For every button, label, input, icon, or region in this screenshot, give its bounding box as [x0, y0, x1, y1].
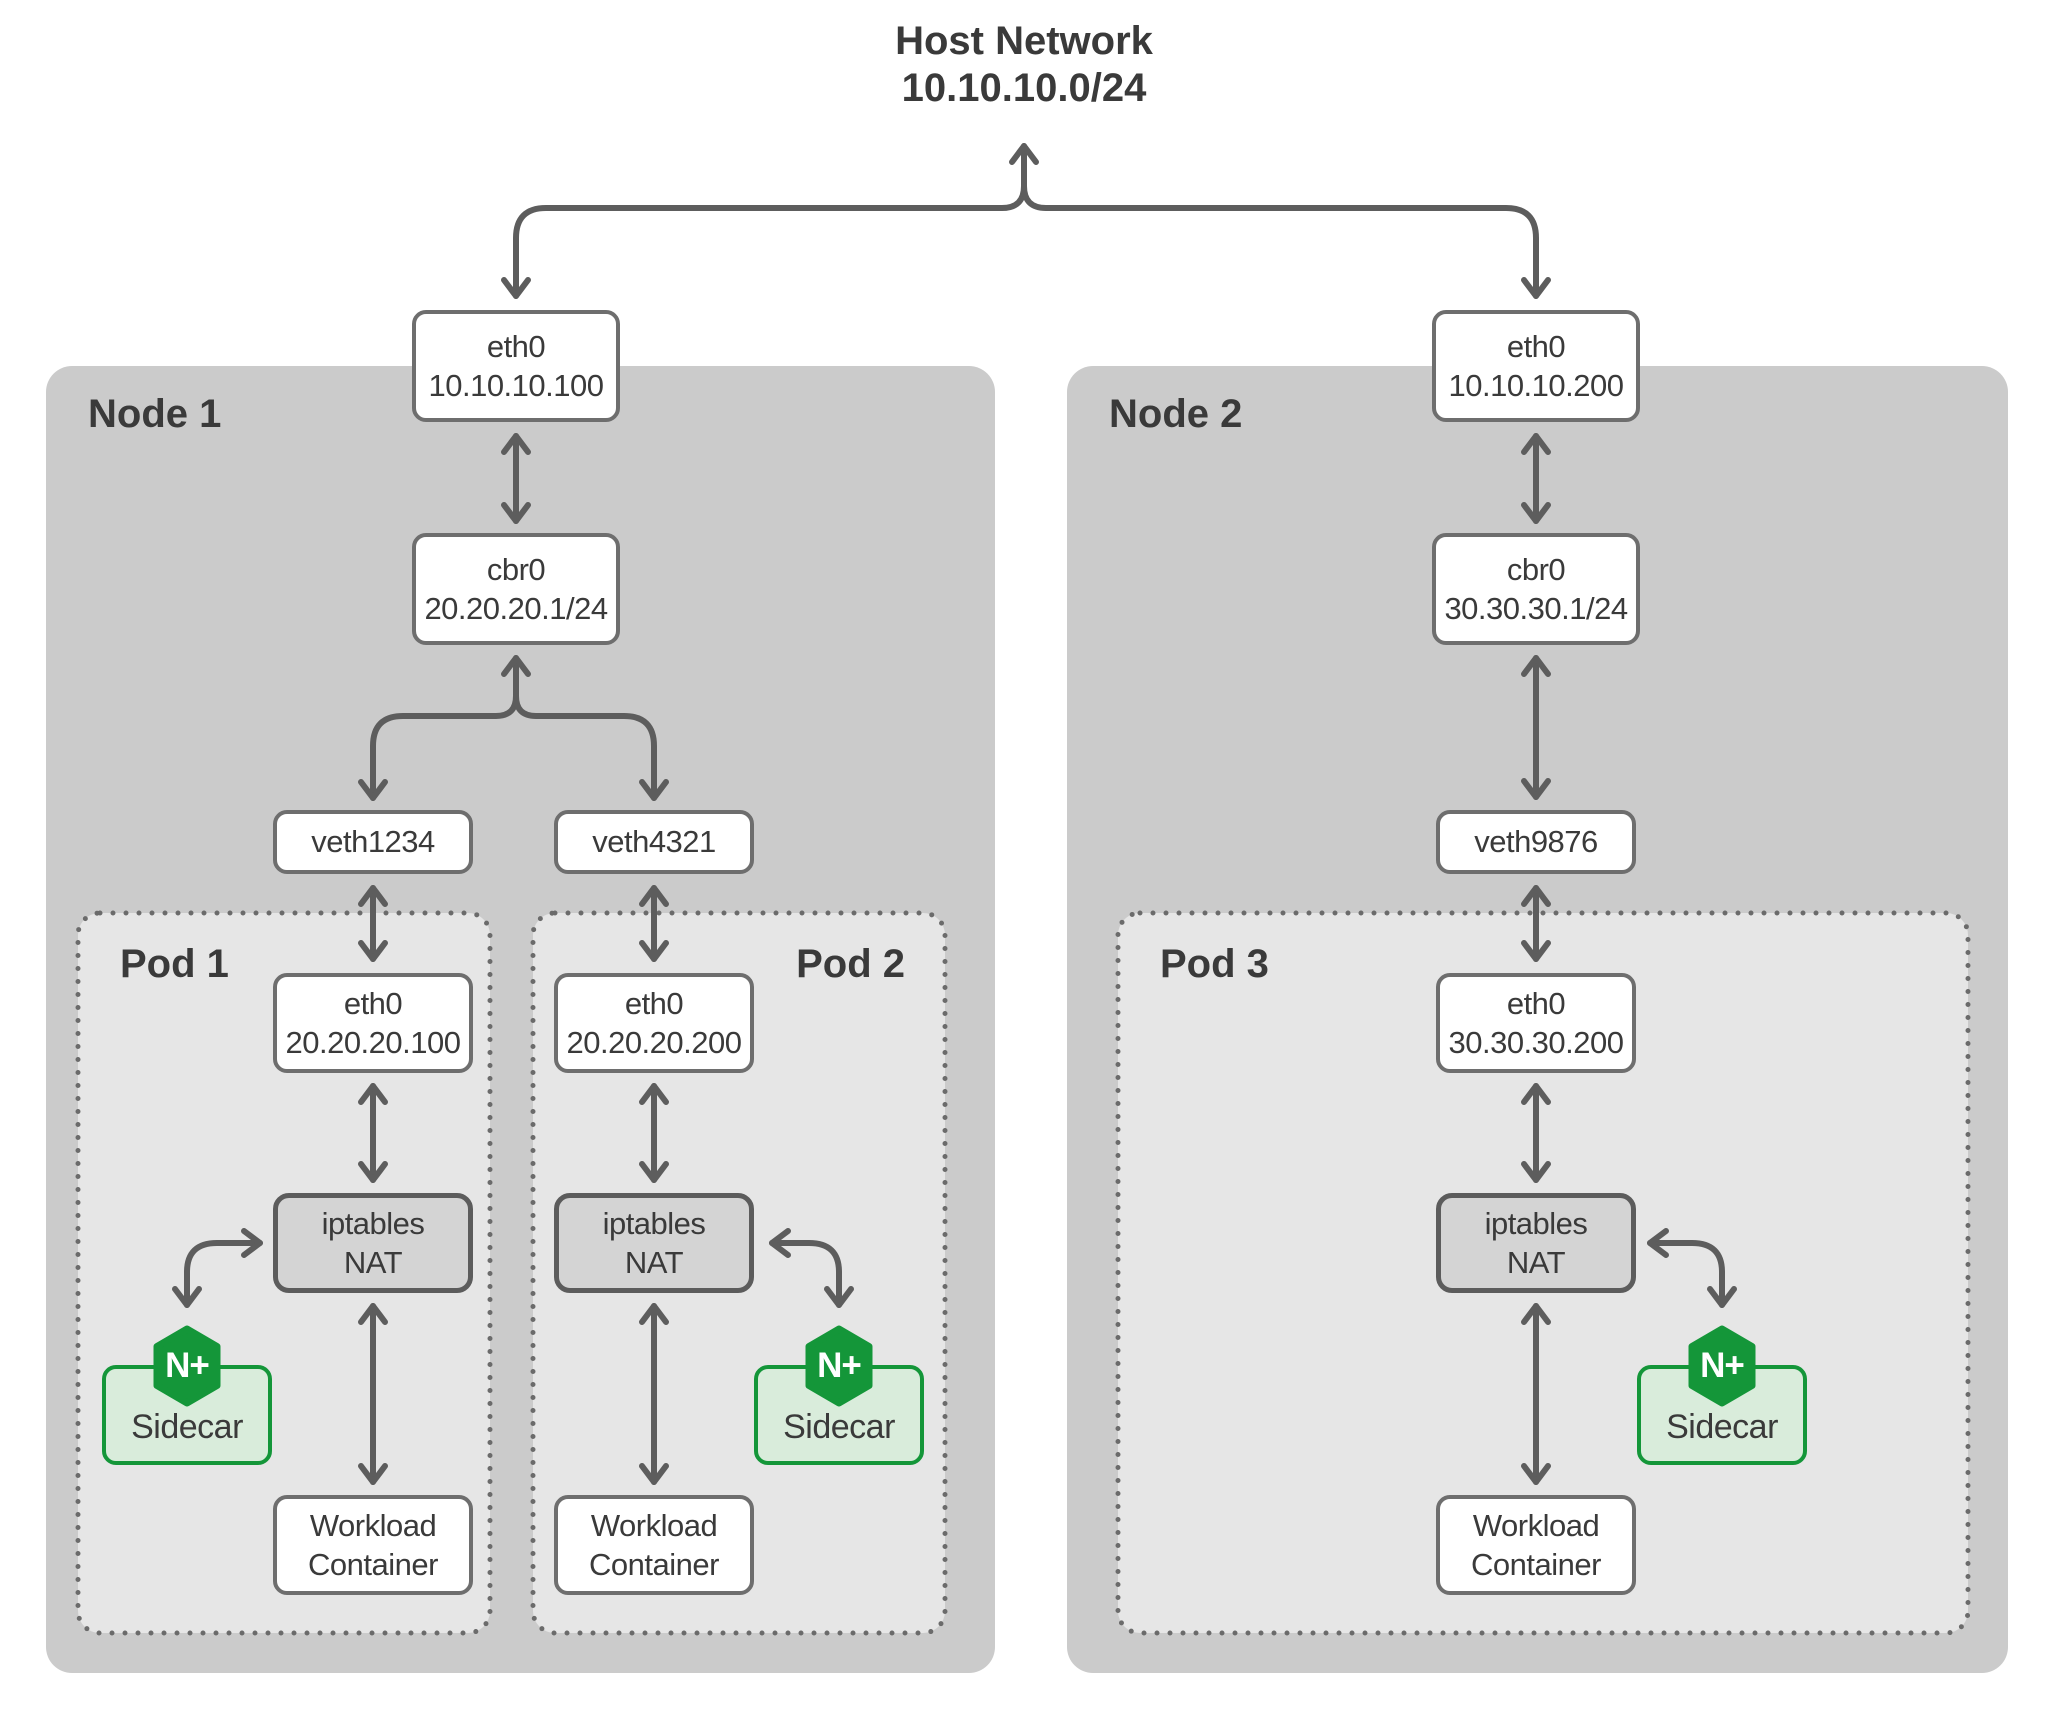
pod-3-nat-line2: NAT: [1506, 1245, 1566, 1280]
pod-1-nat-line2: NAT: [343, 1245, 403, 1280]
pod-3-nat-line1: iptables: [1484, 1205, 1588, 1241]
nginx-plus-badge-text: N+: [165, 1346, 210, 1385]
pod-2-workload-line2: Container: [589, 1547, 719, 1582]
pod-1-workload-container-box: Workload Container: [273, 1495, 473, 1595]
node-1-eth0-box: eth0 10.10.10.100: [412, 310, 620, 422]
pod-3-eth0-ip: 30.30.30.200: [1448, 1025, 1624, 1060]
arrow-hostnet-to-node2-eth0: [1021, 183, 1551, 299]
nginx-plus-badge-text: N+: [817, 1346, 862, 1385]
pod-1-iptables-nat-box: iptables NAT: [273, 1193, 473, 1293]
pod-3-eth0-name: eth0: [1506, 985, 1566, 1021]
veth1234-box: veth1234: [273, 810, 473, 874]
veth4321-box: veth4321: [554, 810, 754, 874]
host-network-subnet: 10.10.10.0/24: [901, 65, 1147, 110]
pod-1-workload-line2: Container: [308, 1547, 438, 1582]
pod-1-nat-line1: iptables: [321, 1205, 425, 1241]
pod-2-label: Pod 2: [796, 942, 905, 986]
pod-1-eth0-ip: 20.20.20.100: [285, 1025, 461, 1060]
pod-3-workload-line2: Container: [1471, 1547, 1601, 1582]
pod-1-sidecar-label: Sidecar: [131, 1408, 243, 1446]
pod-3-eth0-box: eth0 30.30.30.200: [1436, 973, 1636, 1073]
pod-3-sidecar-label: Sidecar: [1666, 1408, 1778, 1446]
pod-3-workload-container-box: Workload Container: [1436, 1495, 1636, 1595]
host-network-title-line1: Host Network: [895, 19, 1153, 63]
node-1-label: Node 1: [88, 392, 222, 436]
nginx-plus-icon: N+: [805, 1325, 873, 1407]
nginx-plus-badge-text: N+: [1700, 1346, 1745, 1385]
node-1-eth0-name: eth0: [486, 328, 546, 364]
pod-3-iptables-nat-box: iptables NAT: [1436, 1193, 1636, 1293]
pod-2-eth0-box: eth0 20.20.20.200: [554, 973, 754, 1073]
node-1-eth0-ip: 10.10.10.100: [428, 368, 604, 403]
node-2-eth0-ip: 10.10.10.200: [1448, 368, 1624, 403]
node-2-cbr0-box: cbr0 30.30.30.1/24: [1432, 533, 1640, 645]
pod-2-eth0-name: eth0: [624, 985, 684, 1021]
pod-2-workload-line1: Workload: [590, 1507, 718, 1543]
pod-2-iptables-nat-box: iptables NAT: [554, 1193, 754, 1293]
node-2-cbr0-ip: 30.30.30.1/24: [1444, 591, 1628, 626]
nginx-plus-icon: N+: [153, 1325, 221, 1407]
veth9876-box: veth9876: [1436, 810, 1636, 874]
node-2-eth0-name: eth0: [1506, 328, 1566, 364]
node-1-cbr0-ip: 20.20.20.1/24: [424, 591, 608, 626]
pod-2-nat-line2: NAT: [624, 1245, 684, 1280]
pod-2-nat-line1: iptables: [602, 1205, 706, 1241]
pod-1-eth0-name: eth0: [343, 985, 403, 1021]
host-network-title: Host Network 10.10.10.0/24: [724, 18, 1324, 112]
pod-2-eth0-ip: 20.20.20.200: [566, 1025, 742, 1060]
node-1-cbr0-box: cbr0 20.20.20.1/24: [412, 533, 620, 645]
pod-1-eth0-box: eth0 20.20.20.100: [273, 973, 473, 1073]
pod-2-workload-container-box: Workload Container: [554, 1495, 754, 1595]
pod-1-label: Pod 1: [120, 942, 229, 986]
pod-1-workload-line1: Workload: [309, 1507, 437, 1543]
pod-2-sidecar-label: Sidecar: [783, 1408, 895, 1446]
arrow-hostnet-to-node1-eth0: [501, 143, 1039, 299]
node-2-cbr0-name: cbr0: [1506, 551, 1566, 587]
nginx-plus-icon: N+: [1688, 1325, 1756, 1407]
node-1-cbr0-name: cbr0: [486, 551, 546, 587]
pod-3-workload-line1: Workload: [1472, 1507, 1600, 1543]
node-2-label: Node 2: [1109, 392, 1243, 436]
node-2-eth0-box: eth0 10.10.10.200: [1432, 310, 1640, 422]
pod-3-label: Pod 3: [1160, 942, 1269, 986]
